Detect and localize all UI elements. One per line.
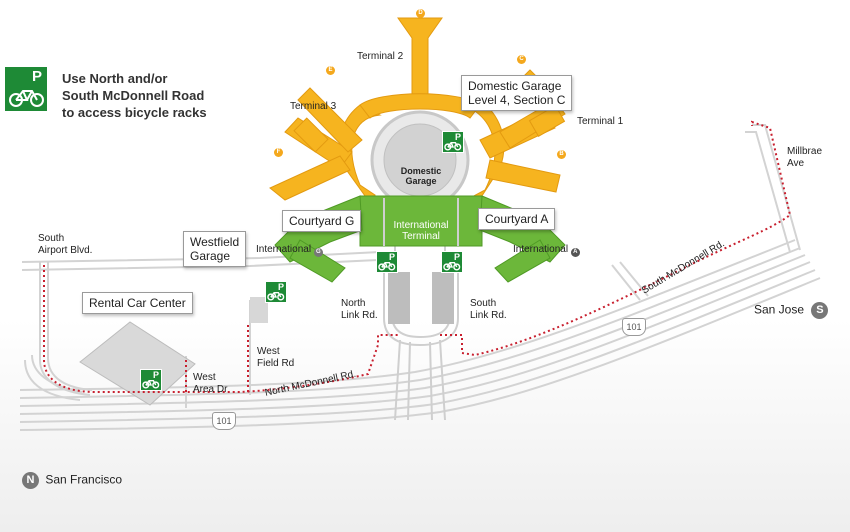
west-field-rd-label: West Field Rd <box>257 346 295 369</box>
bicycle-icon <box>9 90 44 107</box>
domestic-garage-label: Domestic Garage <box>400 166 442 186</box>
courtyard-a-callout: Courtyard A <box>478 208 556 230</box>
west-area-dr-label: West Area Dr <box>193 372 228 395</box>
rental-car-center-building <box>79 321 196 406</box>
bike-route <box>43 120 792 393</box>
legend-text: Use North and/or South McDonnell Road to… <box>62 71 207 120</box>
terminal-3-building <box>269 87 382 201</box>
south-link-structure <box>432 272 454 324</box>
bicycle-icon <box>444 141 462 151</box>
bicycle-icon <box>267 291 285 301</box>
domestic-garage-callout: Domestic Garage Level 4, Section C <box>461 75 573 111</box>
bicycle-icon <box>378 261 396 271</box>
international-left-label: International G <box>256 244 323 257</box>
right-roads <box>611 124 801 301</box>
bike-parking-domestic[interactable]: P <box>442 131 464 153</box>
gate-f-badge: F <box>274 148 283 157</box>
gate-a-badge: A <box>570 248 580 257</box>
bike-parking-rental-car[interactable]: P <box>140 369 162 391</box>
gate-e-badge: E <box>326 66 335 75</box>
bike-parking-courtyard-g[interactable]: P <box>376 251 398 273</box>
gate-c-badge: C <box>517 55 526 64</box>
bike-parking-courtyard-a[interactable]: P <box>441 251 463 273</box>
courtyard-g-callout: Courtyard G <box>282 210 362 232</box>
rental-car-center-callout: Rental Car Center <box>82 292 193 314</box>
south-airport-blvd-label: South Airport Blvd. <box>38 233 93 256</box>
international-terminal-label: International Terminal <box>393 220 449 242</box>
terminal-1-label: Terminal 1 <box>577 116 624 127</box>
gate-g-badge: G <box>313 248 323 257</box>
international-right-label: International A <box>513 244 580 257</box>
westfield-garage-building <box>250 297 268 323</box>
terminal-3-label: Terminal 3 <box>290 101 337 112</box>
freeway-101 <box>19 239 821 431</box>
gate-b-badge: B <box>557 150 566 159</box>
south-link-rd-label: South Link Rd. <box>470 298 507 321</box>
gate-d-badge: D <box>416 9 425 18</box>
millbrae-ave-label: Millbrae Ave <box>787 146 823 169</box>
north-link-structure <box>388 272 410 324</box>
north-link-rd-label: North Link Rd. <box>341 298 378 321</box>
bicycle-icon <box>443 261 461 271</box>
hwy-101-shield-right: 101 <box>622 318 646 336</box>
legend-bike-parking-icon: P <box>4 66 48 112</box>
san-jose-direction: San Jose S <box>754 302 829 319</box>
bike-parking-westfield[interactable]: P <box>265 281 287 303</box>
terminal-2-label: Terminal 2 <box>357 51 404 62</box>
south-arrow-icon: S <box>811 302 829 319</box>
san-francisco-direction: N San Francisco <box>22 472 122 489</box>
north-arrow-icon: N <box>22 472 39 489</box>
bicycle-icon <box>142 379 160 389</box>
hwy-101-shield-left: 101 <box>212 412 236 430</box>
westfield-garage-callout: Westfield Garage <box>183 231 247 267</box>
